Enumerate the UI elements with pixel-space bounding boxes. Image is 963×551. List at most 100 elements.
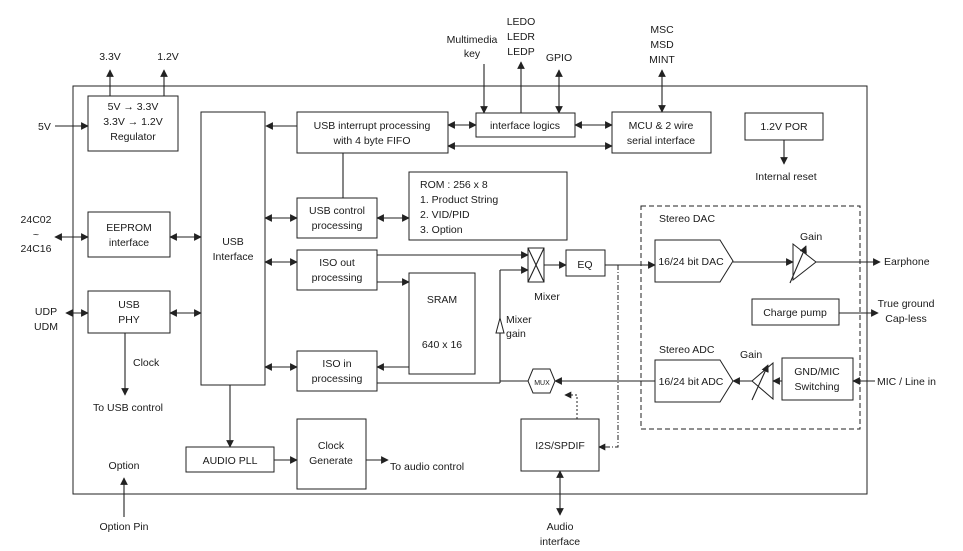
eeprom-line-2: interface (109, 237, 149, 249)
eeprom-interface-block: EEPROM interface (87, 211, 171, 258)
rom-line-1: ROM : 256 x 8 (420, 179, 488, 191)
eeprom-size-1: 24C02 (21, 214, 52, 226)
i2s-label: I2S/SPDIF (535, 440, 585, 452)
gnd-mic-line-2: Switching (795, 381, 840, 393)
stereo-dac-label: Stereo DAC (659, 213, 715, 225)
v33-label: 3.3V (99, 51, 121, 63)
msc-label-1: MSC (650, 24, 674, 36)
udp-label: UDP (35, 306, 57, 318)
adc-block: 16/24 bit ADC (654, 359, 734, 403)
por-label: 1.2V POR (760, 121, 808, 133)
usb-phy-block: USB PHY (87, 290, 171, 334)
led-label-2: LEDR (507, 31, 535, 43)
earphone-label: Earphone (884, 256, 930, 268)
to-audio-control-label: To audio control (390, 461, 464, 473)
audio-interface-label-2: interface (540, 536, 580, 548)
mux-block: MUX (527, 368, 556, 394)
clock-gen-line-2: Generate (309, 455, 353, 467)
v5-label: 5V (38, 121, 51, 133)
clock-gen-line-1: Clock (318, 440, 345, 452)
iso-in-block: ISO in processing (296, 350, 378, 392)
iso-out-line-2: processing (312, 272, 363, 284)
true-ground-label: True ground (878, 298, 935, 310)
interface-logics-label: interface logics (490, 120, 560, 132)
rom-block: ROM : 256 x 8 1. Product String 2. VID/P… (408, 171, 568, 241)
audio-interface-label-1: Audio (547, 521, 574, 533)
charge-pump-label: Charge pump (763, 307, 827, 319)
por-block: 1.2V POR (744, 112, 824, 141)
audio-pll-block: AUDIO PLL (185, 446, 275, 473)
regulator-line-1: 5V → 3.3V (108, 101, 159, 113)
eq-label: EQ (577, 259, 592, 271)
clock-label: Clock (133, 357, 160, 369)
mixer-label: Mixer (534, 291, 560, 303)
v12-label: 1.2V (157, 51, 179, 63)
usb-irq-line-1: USB interrupt processing (314, 120, 431, 132)
cap-less-label: Cap-less (885, 313, 926, 325)
sram-size: 640 x 16 (422, 339, 462, 351)
mcu-line-1: MCU & 2 wire (629, 120, 694, 132)
regulator-label: Regulator (110, 131, 156, 143)
rom-line-3: 2. VID/PID (420, 209, 470, 221)
usb-interrupt-block: USB interrupt processing with 4 byte FIF… (296, 111, 449, 154)
usb-interface-line-2: Interface (213, 251, 254, 263)
led-label-1: LEDO (507, 16, 536, 28)
internal-reset-label: Internal reset (755, 171, 816, 183)
dac-label: 16/24 bit DAC (658, 256, 724, 268)
sram-block: SRAM 640 x 16 (408, 272, 476, 375)
usb-irq-line-2: with 4 byte FIFO (332, 135, 410, 147)
usb-phy-line-1: USB (118, 299, 140, 311)
gnd-mic-switching-block: GND/MIC Switching (781, 357, 854, 401)
codec-region (640, 205, 861, 430)
option-pin-label: Option Pin (99, 521, 148, 533)
connections (54, 61, 881, 517)
audio-pll-label: AUDIO PLL (203, 455, 258, 467)
mixer-gain-line-2: gain (506, 328, 526, 340)
regulator-line-2: 3.3V → 1.2V (103, 116, 163, 128)
msc-label-3: MINT (649, 54, 675, 66)
eeprom-line-1: EEPROM (106, 222, 152, 234)
usb-control-line-2: processing (312, 220, 363, 232)
eq-block: EQ (565, 249, 606, 277)
adc-label: 16/24 bit ADC (659, 376, 724, 388)
gpio-label: GPIO (546, 52, 572, 64)
usb-interface-block: USB Interface (200, 111, 266, 386)
usb-control-block: USB control processing (296, 197, 378, 239)
usb-control-line-1: USB control (309, 205, 365, 217)
regulator-block: 5V → 3.3V 3.3V → 1.2V Regulator (87, 95, 179, 152)
led-label-3: LEDP (507, 46, 534, 58)
usb-interface-line-1: USB (222, 236, 244, 248)
multimedia-label-2: key (464, 48, 481, 60)
dac-gain-amp: Gain (789, 231, 822, 284)
iso-in-line-2: processing (312, 373, 363, 385)
eeprom-size-tilde: ~ (33, 229, 39, 241)
rom-line-4: 3. Option (420, 224, 463, 236)
iso-in-line-1: ISO in (322, 358, 351, 370)
mixer-block: Mixer (527, 247, 560, 303)
iso-out-line-1: ISO out (319, 257, 355, 269)
rom-line-2: 1. Product String (420, 194, 498, 206)
multimedia-label-1: Multimedia (447, 34, 498, 46)
msc-label-2: MSD (650, 39, 674, 51)
usb-phy-line-2: PHY (118, 314, 140, 326)
mic-line-in-label: MIC / Line in (877, 376, 936, 388)
adc-gain-label: Gain (740, 349, 762, 361)
to-usb-control-label: To USB control (93, 402, 163, 414)
mcu-block: MCU & 2 wire serial interface (611, 111, 712, 154)
i2s-spdif-block: I2S/SPDIF (520, 418, 600, 472)
charge-pump-block: Charge pump (751, 298, 840, 326)
mux-label: MUX (534, 380, 550, 387)
interface-logics-block: interface logics (475, 112, 576, 138)
option-label: Option (109, 460, 140, 472)
udm-label: UDM (34, 321, 58, 333)
mcu-line-2: serial interface (627, 135, 695, 147)
dac-block: 16/24 bit DAC (654, 239, 734, 283)
mixer-gain-block: Mixer gain (495, 314, 532, 340)
eeprom-size-2: 24C16 (21, 243, 52, 255)
mixer-gain-line-1: Mixer (506, 314, 532, 326)
iso-out-block: ISO out processing (296, 249, 378, 291)
gnd-mic-line-1: GND/MIC (794, 366, 840, 378)
sram-label: SRAM (427, 294, 457, 306)
stereo-adc-label: Stereo ADC (659, 344, 715, 356)
